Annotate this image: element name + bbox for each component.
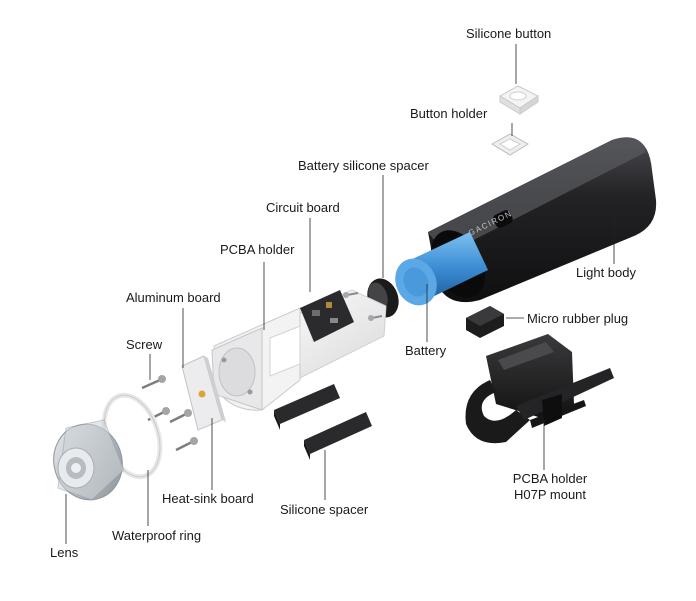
label-lens: Lens bbox=[50, 545, 79, 560]
label-aluminum-board: Aluminum board bbox=[126, 290, 221, 305]
label-screw: Screw bbox=[126, 337, 163, 352]
label-mount-line2: H07P mount bbox=[513, 487, 587, 502]
label-light-body: Light body bbox=[576, 265, 636, 280]
label-pcba-holder: PCBA holder bbox=[220, 242, 295, 257]
heat-sink-board-part bbox=[181, 355, 226, 431]
label-heat-sink-board: Heat-sink board bbox=[162, 491, 254, 506]
label-button-holder: Button holder bbox=[410, 106, 488, 121]
holder-screws bbox=[343, 292, 383, 321]
charge-port-icon bbox=[493, 210, 513, 228]
label-silicone-spacer: Silicone spacer bbox=[280, 502, 369, 517]
label-battery-silicone-spacer: Battery silicone spacer bbox=[298, 158, 429, 173]
leader-lines bbox=[65, 44, 615, 544]
silicone-button-part bbox=[499, 85, 539, 115]
silicone-spacer-part bbox=[274, 384, 372, 460]
battery-part bbox=[395, 232, 488, 306]
label-circuit-board: Circuit board bbox=[266, 200, 340, 215]
lens-part bbox=[53, 419, 125, 501]
label-mount-line1: PCBA holder bbox=[512, 471, 588, 486]
pcba-holder-part bbox=[211, 289, 387, 411]
h07p-mount-part bbox=[465, 334, 614, 444]
label-micro-rubber-plug: Micro rubber plug bbox=[527, 311, 629, 326]
circuit-board-part bbox=[300, 290, 354, 342]
label-battery: Battery bbox=[405, 343, 447, 358]
label-waterproof-ring: Waterproof ring bbox=[112, 528, 202, 543]
micro-rubber-plug-part bbox=[466, 306, 504, 338]
label-silicone-button: Silicone button bbox=[466, 26, 552, 41]
button-holder-part bbox=[491, 133, 529, 156]
label-mount: PCBA holder H07P mount bbox=[504, 471, 596, 503]
